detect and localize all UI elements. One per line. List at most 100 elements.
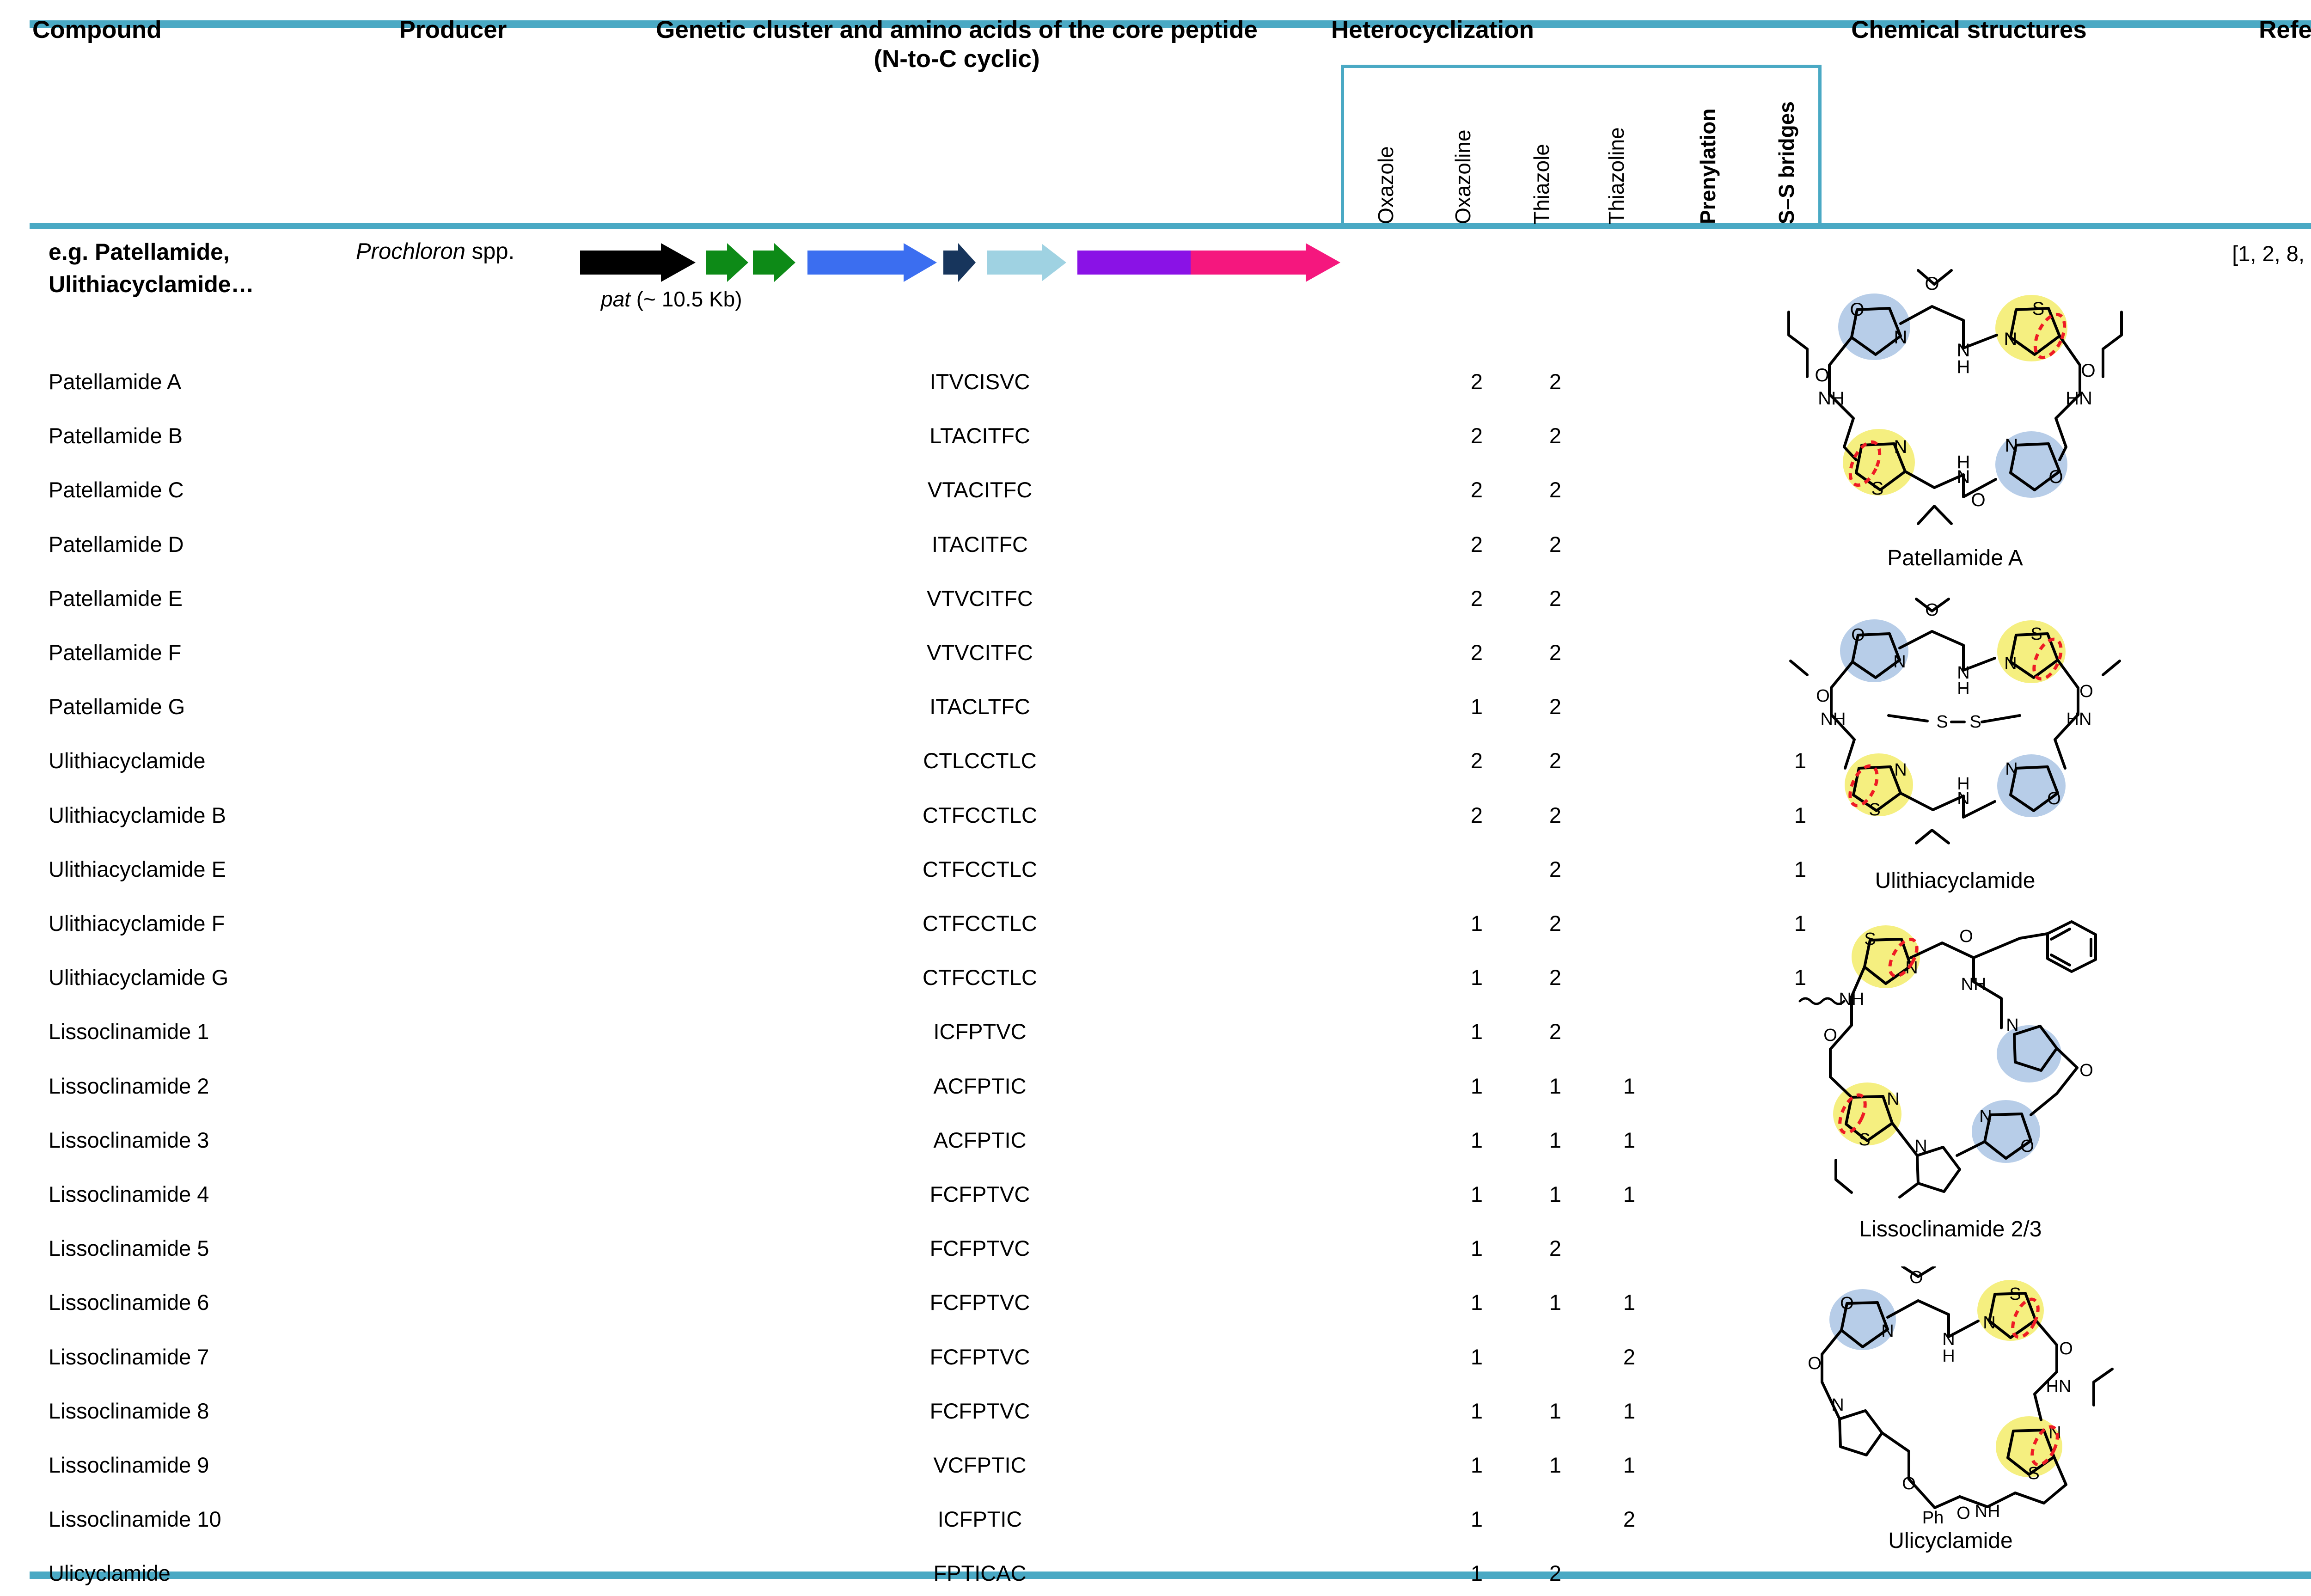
structure-ulithiacyclamide: O N S N S N O N N H N H O O O HN NH S S xyxy=(1779,596,2131,855)
atom-label-N: N xyxy=(2004,654,2017,673)
row-compound-name: Patellamide C xyxy=(49,477,184,502)
header-prenylation: Prenylation xyxy=(1696,108,1720,224)
gene-cluster-label-italic: pat xyxy=(601,287,630,311)
atom-label-HN: HN xyxy=(2066,709,2092,729)
row-count-thiazoline: 1 xyxy=(1623,1182,1636,1206)
row-count-thiazole: 2 xyxy=(1549,423,1562,448)
atom-label-O: O xyxy=(2059,1339,2073,1358)
atom-label-NH: NH xyxy=(1818,388,1845,409)
row-count-oxazoline: 2 xyxy=(1470,369,1483,394)
atom-label-H: H xyxy=(1942,1346,1955,1366)
atom-label-Ph: Ph xyxy=(1922,1508,1944,1528)
rule-top xyxy=(30,20,2311,28)
atom-label-O: O xyxy=(1959,927,1973,946)
row-count-thiazole: 2 xyxy=(1549,911,1562,936)
header-genetic-cluster: Genetic cluster and amino acids of the c… xyxy=(573,16,1340,73)
structure-ulicyclamide: O N S N S N N N H O O O HN O NH Ph O xyxy=(1770,1266,2140,1535)
atom-label-N: N xyxy=(2004,329,2018,349)
atom-label-O: O xyxy=(1815,365,1829,385)
row-compound-name: Patellamide E xyxy=(49,586,183,611)
summary-compound-line2: Ulithiacyclamide… xyxy=(49,271,254,297)
atom-label-HN: HN xyxy=(2046,1377,2072,1396)
header-genetic-cluster-line2: (N-to-C cyclic) xyxy=(874,45,1040,73)
row-count-thiazole: 2 xyxy=(1549,586,1562,611)
atom-label-S: S xyxy=(1859,1130,1870,1150)
atom-label-HN: HN xyxy=(2066,388,2092,409)
atom-label-N: N xyxy=(1831,1395,1844,1415)
atom-label-O: O xyxy=(1816,686,1830,706)
atom-label-NH: NH xyxy=(1839,990,1865,1009)
row-count-thiazole: 1 xyxy=(1549,1399,1562,1423)
atom-label-O: O xyxy=(1956,1504,1970,1523)
gene-arrow-patE xyxy=(943,243,976,282)
atom-label-S: S xyxy=(2028,1464,2039,1483)
row-compound-name: Patellamide A xyxy=(49,369,182,394)
row-compound-name: Ulithiacyclamide G xyxy=(49,965,229,990)
gene-arrow-patD xyxy=(807,243,937,282)
row-compound-name: Lissoclinamide 3 xyxy=(49,1128,209,1152)
row-compound-name: Ulicyclamide xyxy=(49,1561,171,1585)
row-count-ss-bridges: 1 xyxy=(1794,857,1807,881)
row-core-peptide-sequence: LTACITFC xyxy=(929,423,1030,448)
header-oxazoline: Oxazoline xyxy=(1451,129,1475,224)
atom-label-O: O xyxy=(1808,1354,1822,1373)
gene-cluster-label-rest: (~ 10.5 Kb) xyxy=(630,287,742,311)
atom-label-NH: NH xyxy=(1961,975,1987,994)
atom-label-O: O xyxy=(1850,300,1864,320)
row-count-thiazoline: 1 xyxy=(1623,1290,1636,1315)
atom-label-N: N xyxy=(1894,327,1907,348)
atom-label-H: H xyxy=(1957,679,1969,698)
header-chemical-structures: Chemical structures xyxy=(1851,16,2087,43)
row-compound-name: Lissoclinamide 4 xyxy=(49,1182,209,1206)
atom-label-NH: N xyxy=(1957,340,1970,361)
row-count-thiazole: 2 xyxy=(1549,1019,1562,1044)
atom-label-S: S xyxy=(1871,478,1884,499)
atom-label-S: S xyxy=(1869,800,1880,819)
row-count-oxazoline: 1 xyxy=(1470,1399,1483,1423)
atom-label-S: S xyxy=(2032,299,2045,319)
row-count-ss-bridges: 1 xyxy=(1794,748,1807,773)
row-count-oxazoline: 2 xyxy=(1470,423,1483,448)
emphasis-ring-thiazole xyxy=(1838,1093,1867,1135)
row-count-oxazoline: 2 xyxy=(1470,748,1483,773)
row-core-peptide-sequence: ICFPTVC xyxy=(933,1019,1027,1044)
row-core-peptide-sequence: CTLCCTLC xyxy=(923,748,1037,773)
row-count-ss-bridges: 1 xyxy=(1794,911,1807,936)
structure-caption-lissoclinamide: Lissoclinamide 2/3 xyxy=(1859,1217,2042,1241)
atom-label-O: O xyxy=(1971,490,1985,510)
atom-label-N: N xyxy=(2005,759,2018,779)
row-count-thiazole: 2 xyxy=(1549,965,1562,990)
atom-label-H: H xyxy=(1957,357,1970,377)
row-compound-name: Ulithiacyclamide xyxy=(49,748,206,773)
row-core-peptide-sequence: FCFPTVC xyxy=(929,1345,1030,1369)
summary-references: [1, 2, 8, 10, 11, 23 ] xyxy=(2232,241,2311,266)
row-count-thiazole: 2 xyxy=(1549,532,1562,556)
row-core-peptide-sequence: FCFPTVC xyxy=(929,1290,1030,1315)
row-compound-name: Lissoclinamide 9 xyxy=(49,1453,209,1477)
row-core-peptide-sequence: VTACITFC xyxy=(927,477,1033,502)
header-thiazole: Thiazole xyxy=(1529,144,1553,224)
row-count-oxazoline: 1 xyxy=(1470,965,1483,990)
atom-label-O: O xyxy=(1902,1474,1916,1493)
header-ss-bridges: S–S bridges xyxy=(1774,101,1798,224)
header-compound: Compound xyxy=(32,16,162,43)
atom-label-S: S xyxy=(1936,712,1948,732)
row-count-thiazoline: 2 xyxy=(1623,1507,1636,1531)
row-count-thiazole: 1 xyxy=(1549,1128,1562,1152)
row-compound-name: Patellamide B xyxy=(49,423,183,448)
row-count-oxazoline: 1 xyxy=(1470,1290,1483,1315)
row-count-oxazoline: 1 xyxy=(1470,1128,1483,1152)
gene-arrow-patC xyxy=(753,243,795,282)
atom-label-S: S xyxy=(2009,1284,2021,1304)
structure-caption-patellamide-a: Patellamide A xyxy=(1887,546,2023,570)
atom-label-N: N xyxy=(1894,437,1907,457)
emphasis-ring-thiazole xyxy=(1848,440,1882,487)
row-core-peptide-sequence: ITACLTFC xyxy=(929,694,1030,719)
row-count-oxazoline: 1 xyxy=(1470,1182,1483,1206)
rule-bottom xyxy=(30,1572,2311,1579)
row-core-peptide-sequence: VTVCITFC xyxy=(927,640,1033,665)
row-count-oxazoline: 1 xyxy=(1470,1236,1483,1260)
atom-label-H: H xyxy=(1957,774,1969,794)
row-core-peptide-sequence: CTFCCTLC xyxy=(922,803,1038,827)
